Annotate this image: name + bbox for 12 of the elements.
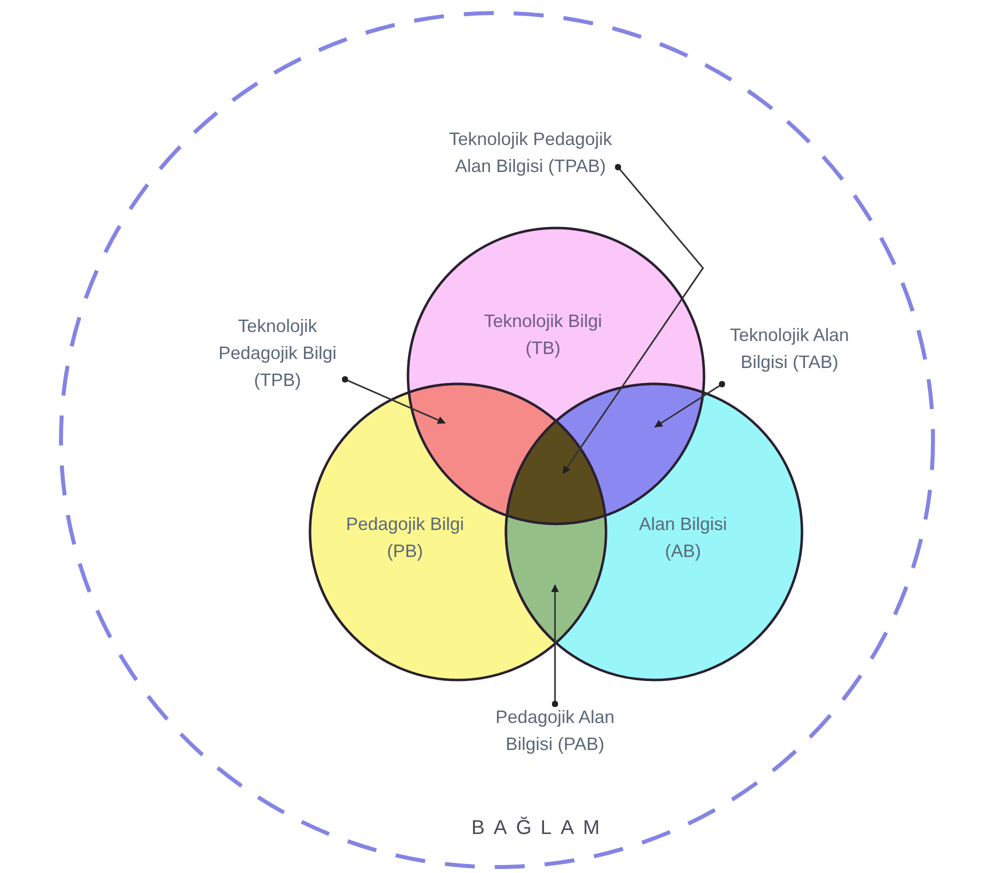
- leader-line: [551, 584, 559, 708]
- context-label: BAĞLAM: [470, 816, 610, 841]
- callout-label: Teknolojik Alan Bilgisi (TAB): [728, 324, 850, 374]
- callout-label: Teknolojik Pedagojik Bilgi (TPB): [217, 315, 338, 392]
- leader-line: [654, 380, 726, 428]
- circle-label: Pedagojik Bilgi (PB): [344, 513, 466, 563]
- circle-label: Alan Bilgisi (AB): [638, 513, 728, 563]
- callout-label: Teknolojik Pedagojik Alan Bilgisi (TPAB): [448, 128, 614, 178]
- leader-line: [342, 376, 446, 424]
- callout-label: Pedagojik Alan Bilgisi (PAB): [494, 706, 616, 756]
- circle-label: Teknolojik Bilgi (TB): [482, 310, 604, 360]
- leader-line: [562, 164, 704, 474]
